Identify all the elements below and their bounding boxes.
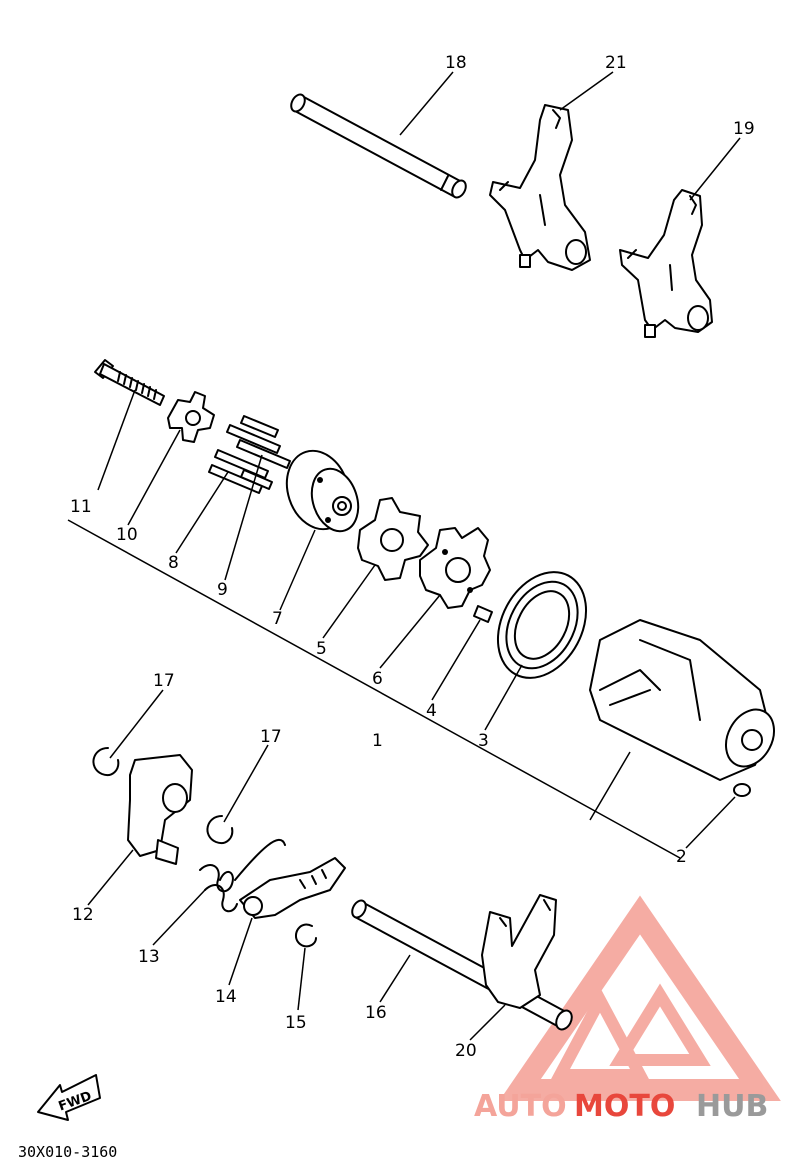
part-19-shift-fork bbox=[619, 189, 713, 338]
label-4: 4 bbox=[426, 701, 437, 721]
part-8-pins bbox=[208, 449, 273, 494]
group-1-bracket bbox=[67, 519, 681, 859]
label-8: 8 bbox=[168, 553, 179, 573]
part-6-star-plate bbox=[419, 527, 491, 609]
part-17-circlip-b bbox=[206, 815, 234, 844]
label-11: 11 bbox=[70, 497, 92, 517]
label-15: 15 bbox=[285, 1013, 307, 1033]
label-13: 13 bbox=[138, 947, 160, 967]
label-2: 2 bbox=[676, 847, 687, 867]
label-19: 19 bbox=[733, 119, 755, 139]
leader-lines bbox=[87, 71, 741, 1041]
part-7-cam bbox=[285, 449, 360, 533]
part-10-segment bbox=[167, 391, 215, 443]
part-21-shift-fork bbox=[489, 104, 591, 271]
label-20: 20 bbox=[455, 1041, 477, 1061]
part-2-pin bbox=[733, 783, 751, 797]
part-13-spring bbox=[199, 839, 286, 913]
automotohub-logo bbox=[499, 895, 781, 1101]
part-20-shift-fork bbox=[481, 894, 557, 1009]
part-14-lever bbox=[239, 857, 346, 919]
label-12: 12 bbox=[72, 905, 94, 925]
wordmark-auto: AUTO bbox=[474, 1089, 567, 1124]
label-16: 16 bbox=[365, 1003, 387, 1023]
callout-labels: 18 21 19 11 10 8 9 7 5 6 4 1 3 2 17 17 1… bbox=[70, 53, 755, 1061]
label-6: 6 bbox=[372, 669, 383, 689]
label-18: 18 bbox=[445, 53, 467, 73]
shift-drum bbox=[589, 619, 775, 781]
label-14: 14 bbox=[215, 987, 237, 1007]
wordmark-hub: HUB bbox=[696, 1089, 768, 1124]
label-1: 1 bbox=[372, 731, 383, 751]
drawing-code: 30X010-3160 bbox=[18, 1143, 117, 1161]
part-5-star-plate bbox=[357, 497, 429, 581]
label-5: 5 bbox=[316, 639, 327, 659]
part-9-pins bbox=[226, 415, 291, 469]
label-7: 7 bbox=[272, 609, 283, 629]
part-11-bolt bbox=[94, 359, 165, 406]
part-4-pin bbox=[473, 605, 493, 623]
label-10: 10 bbox=[116, 525, 138, 545]
label-3: 3 bbox=[478, 731, 489, 751]
part-3-bearing bbox=[496, 571, 588, 679]
part-17-circlip-a bbox=[92, 747, 120, 776]
fwd-arrow: FWD bbox=[37, 1074, 101, 1121]
part-12-shift-lever bbox=[127, 754, 193, 865]
label-21: 21 bbox=[605, 53, 627, 73]
label-17a: 17 bbox=[153, 671, 175, 691]
wordmark-moto: MOTO bbox=[574, 1089, 675, 1124]
automotohub-wordmark: AUTO MOTO HUB bbox=[474, 1089, 768, 1124]
part-15-circlip bbox=[294, 923, 317, 948]
part-18-shaft bbox=[290, 93, 467, 199]
label-9: 9 bbox=[217, 580, 228, 600]
label-17b: 17 bbox=[260, 727, 282, 747]
